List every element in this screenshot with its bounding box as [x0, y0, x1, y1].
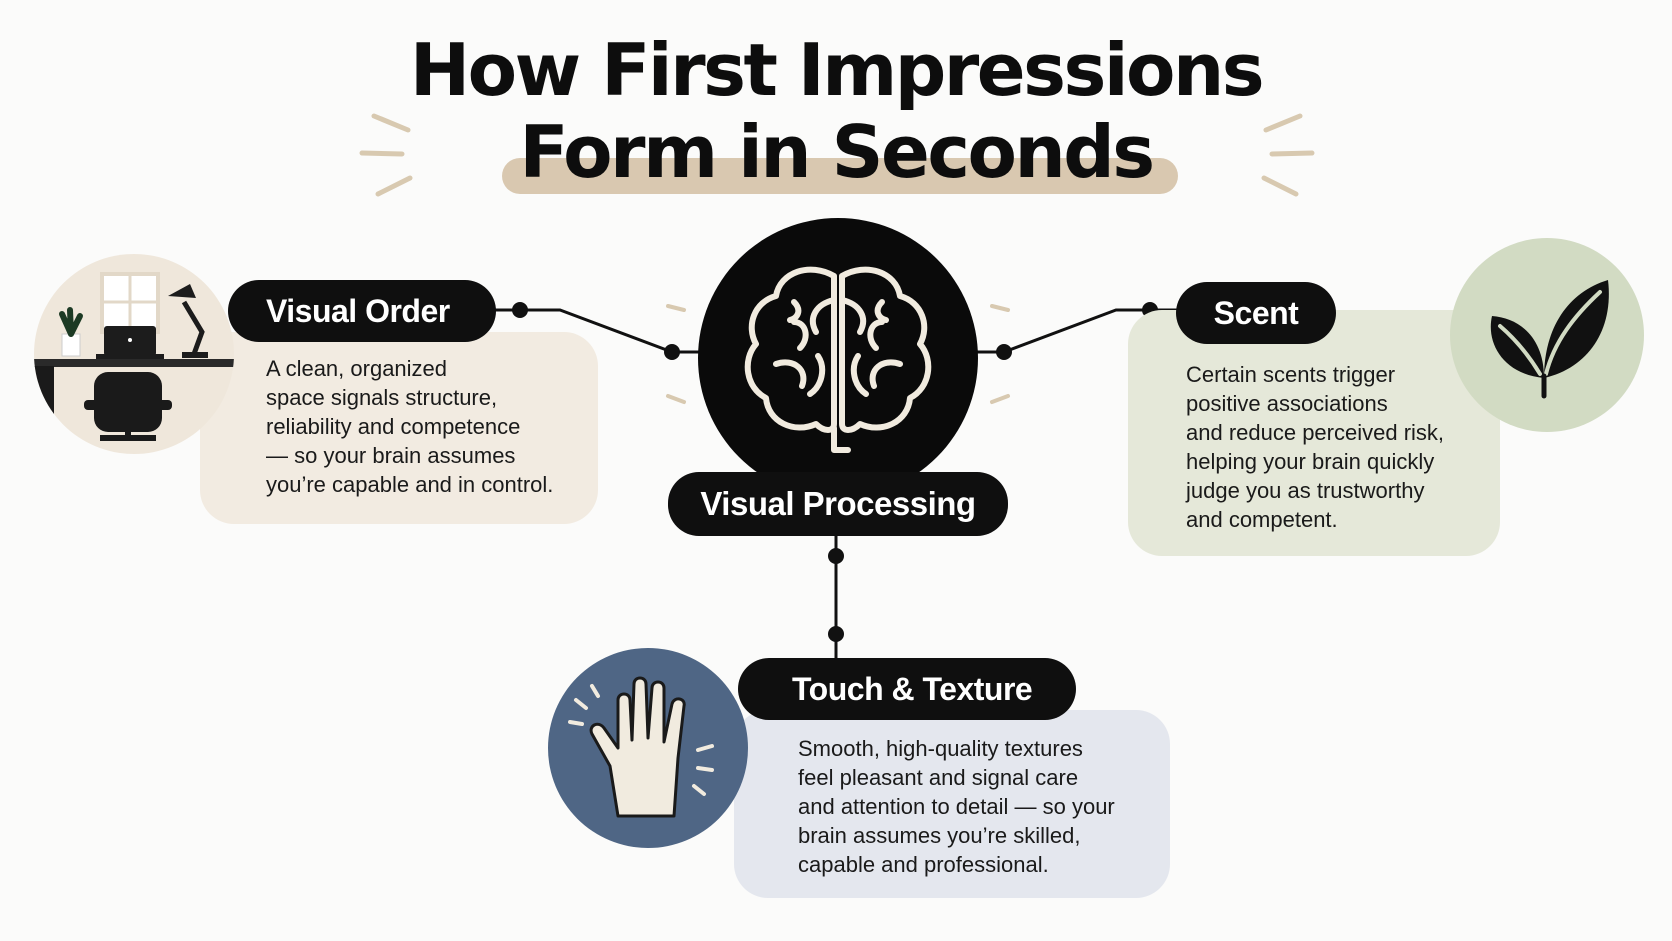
touch-line: brain assumes you’re skilled,: [798, 823, 1081, 848]
visual-order-line: — so your brain assumes: [266, 443, 516, 468]
visual-order-line: you’re capable and in control.: [266, 472, 554, 497]
visual-order-line: reliability and competence: [266, 414, 521, 439]
title-highlight: [502, 158, 1178, 194]
scent-line: Certain scents trigger: [1186, 362, 1396, 387]
scent-line: and competent.: [1186, 507, 1338, 532]
touch-line: feel pleasant and signal care: [798, 765, 1079, 790]
connector-dot: [512, 302, 528, 318]
scent-label: Scent: [1176, 282, 1336, 344]
scent-line: judge you as trustworthy: [1186, 478, 1425, 503]
page-title-line-2: Form in Seconds: [519, 110, 1155, 194]
visual-order-label: Visual Order: [228, 280, 496, 342]
connector-dot: [664, 344, 680, 360]
visual-order-description: A clean, organized space signals structu…: [200, 332, 598, 524]
visual-order-line: A clean, organized: [266, 356, 448, 381]
touch-line: Smooth, high-quality textures: [798, 736, 1083, 761]
scent-line: positive associations: [1186, 391, 1388, 416]
touch-label: Touch & Texture: [738, 658, 1076, 720]
scent-line: helping your brain quickly: [1186, 449, 1435, 474]
touch-description: Smooth, high-quality textures feel pleas…: [734, 710, 1170, 898]
connector-dot: [996, 344, 1012, 360]
touch-line: and attention to detail — so your: [798, 794, 1115, 819]
connector-dot: [828, 548, 844, 564]
hand-icon: [548, 648, 748, 848]
title-block: How First Impressions Form in Seconds: [336, 24, 1336, 214]
scent-line: and reduce perceived risk,: [1186, 420, 1445, 445]
visual-processing-label: Visual Processing: [668, 472, 1008, 536]
leaf-icon: [1450, 238, 1644, 432]
page-title-line-1: How First Impressions: [409, 28, 1265, 112]
visual-order-line: space signals structure,: [266, 385, 498, 410]
scent-description: Certain scents trigger positive associat…: [1128, 310, 1500, 556]
brain-icon: [698, 218, 978, 498]
connector-dot: [828, 626, 844, 642]
touch-line: capable and professional.: [798, 852, 1049, 877]
